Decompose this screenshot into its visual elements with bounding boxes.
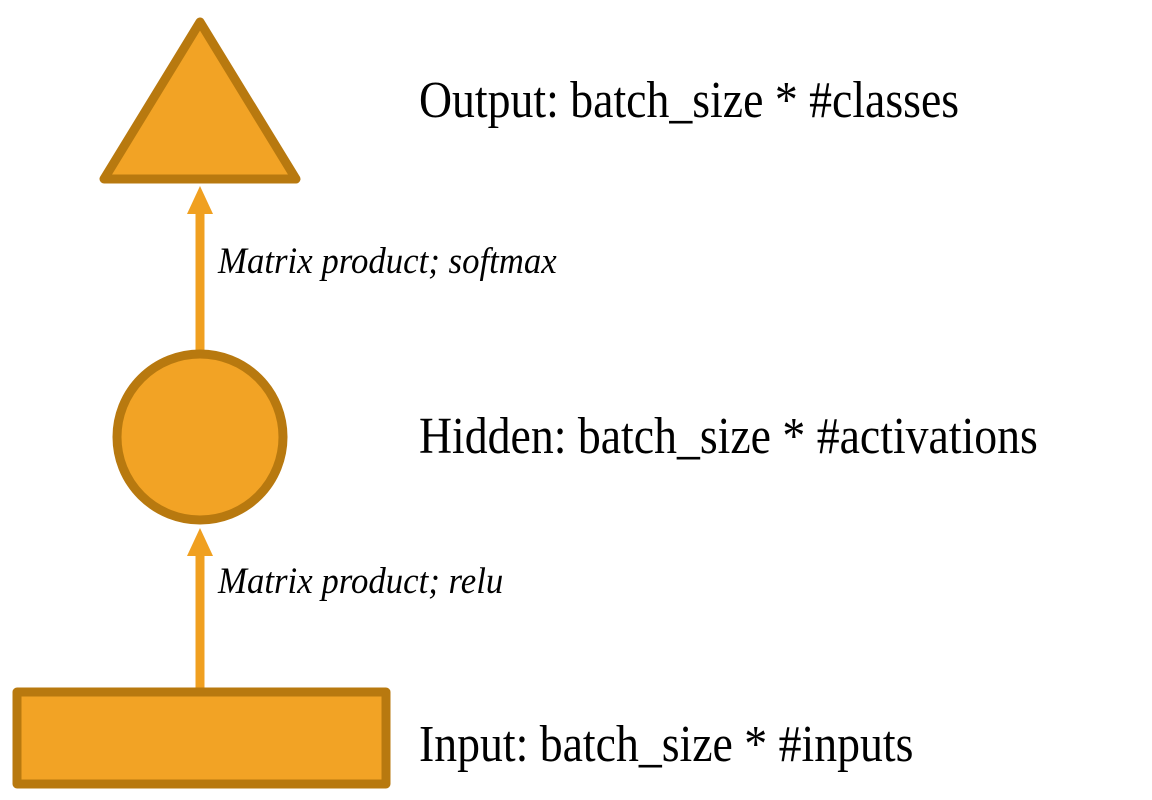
node-output-triangle[interactable] [99, 17, 301, 184]
node-input-rectangle[interactable] [12, 687, 391, 789]
edge-input-to-hidden-label: Matrix product; relu [218, 561, 504, 602]
edge-input-to-hidden-arrow[interactable] [187, 528, 213, 692]
node-hidden-label: Hidden: batch_size * #activations [419, 408, 1038, 465]
edge-hidden-to-output-arrow[interactable] [187, 186, 213, 352]
node-output-label: Output: batch_size * #classes [419, 72, 960, 129]
node-input-label: Input: batch_size * #inputs [419, 716, 914, 773]
edge-hidden-to-output-label: Matrix product; softmax [218, 241, 557, 282]
node-hidden-circle[interactable] [112, 349, 288, 525]
